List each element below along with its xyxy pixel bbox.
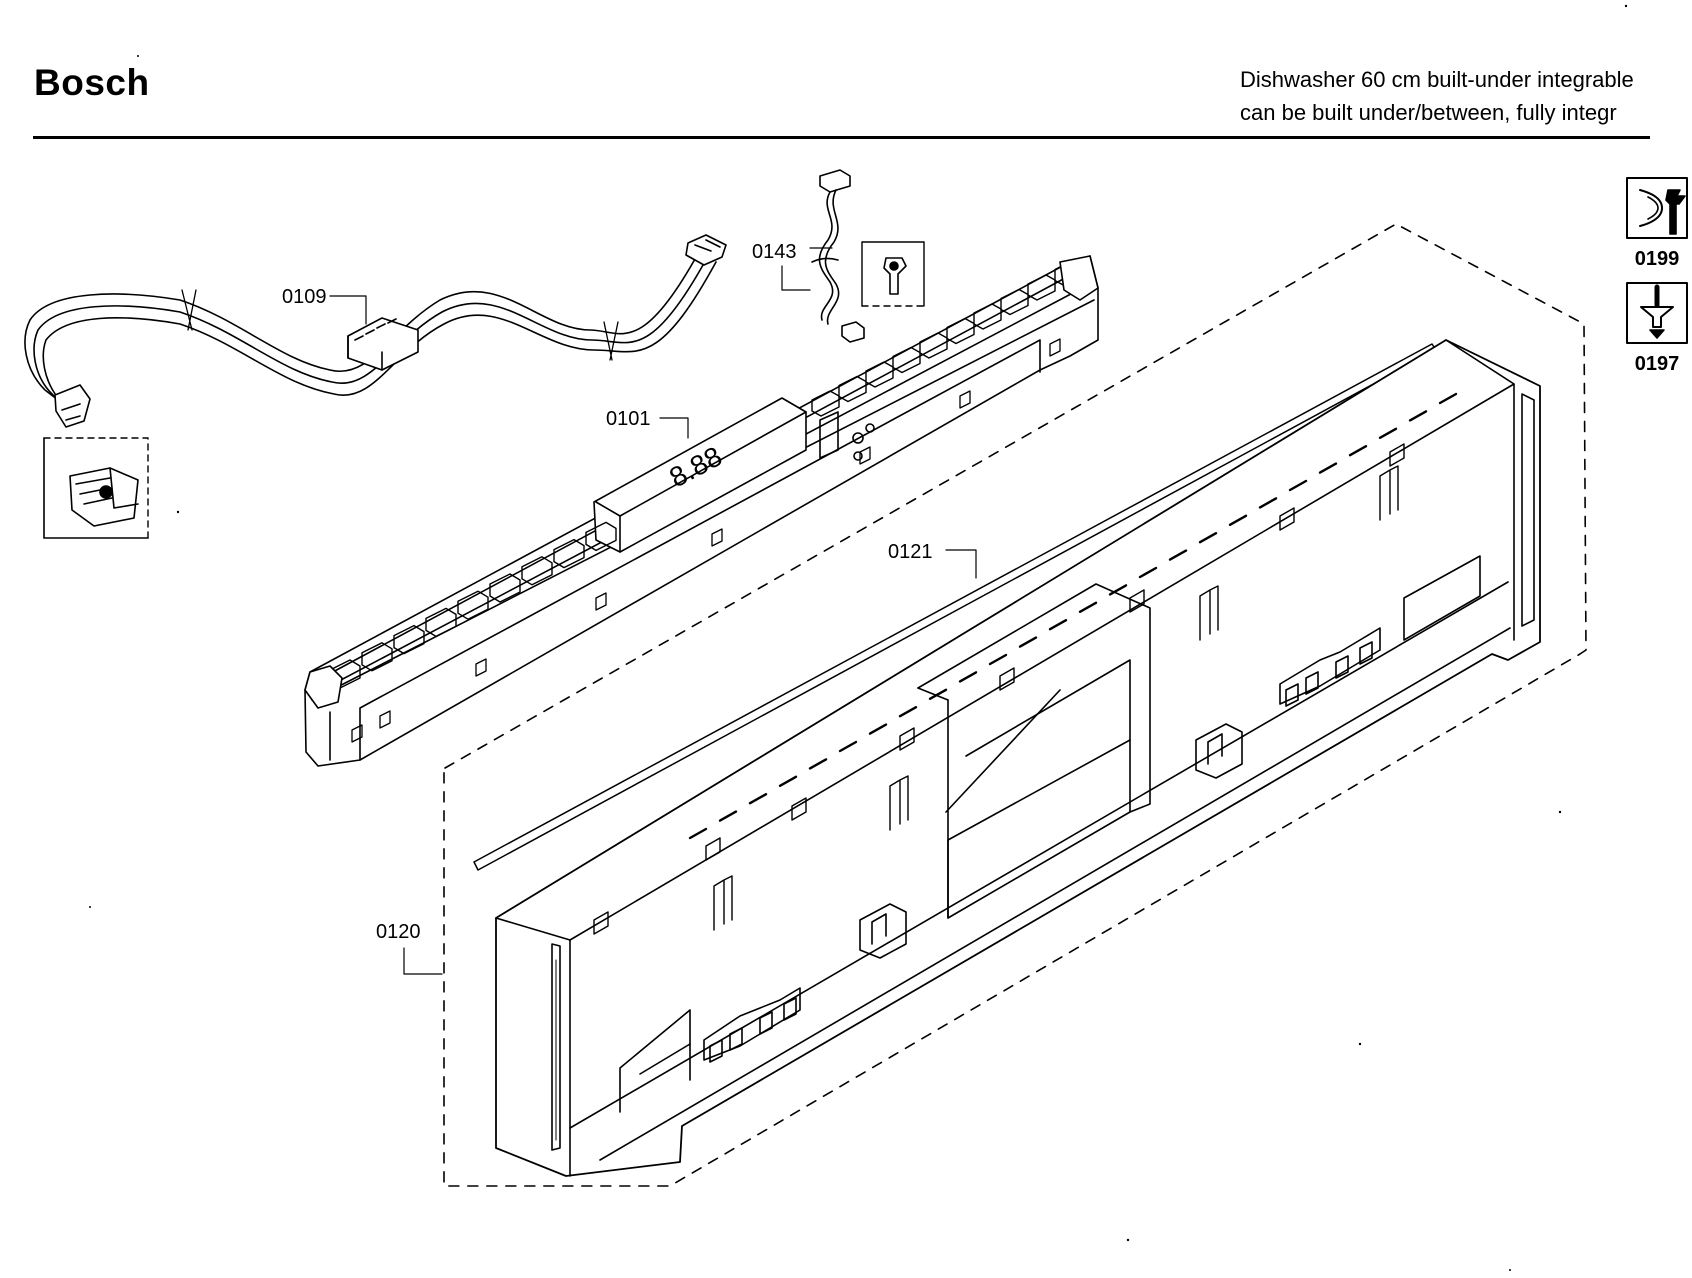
frame-slot <box>718 810 738 822</box>
frame-slot <box>1438 392 1458 405</box>
frame-slot <box>838 740 858 753</box>
part-number-0121: 0121 <box>888 541 933 563</box>
module-button <box>521 556 553 586</box>
frame-clip <box>1129 589 1145 613</box>
module-tab <box>475 658 487 677</box>
frame-slot <box>748 793 768 805</box>
frame-clip <box>999 667 1015 691</box>
tool-wrench-number: 0199 <box>1635 248 1680 270</box>
frame-slot <box>988 653 1008 666</box>
module-button <box>946 317 975 345</box>
module-button <box>553 538 585 569</box>
frame-slot <box>1258 497 1278 509</box>
module-button <box>425 607 457 638</box>
wiring-harness[interactable] <box>24 234 727 428</box>
leader-0121: 0121 <box>888 541 977 579</box>
frame-slot <box>1078 601 1098 613</box>
module-tab <box>959 390 971 409</box>
frame-slot <box>1048 619 1068 631</box>
frame-bracket <box>1199 585 1219 641</box>
frame-slot <box>1408 410 1428 422</box>
tool-screwdriver[interactable]: 0197 <box>1626 282 1688 375</box>
module-button <box>489 573 521 603</box>
frame-slot <box>898 706 918 718</box>
frame-clip <box>899 727 915 751</box>
frame-slot <box>1318 462 1338 474</box>
module-button <box>892 346 921 374</box>
module-button <box>585 521 617 552</box>
module-button <box>1027 274 1056 301</box>
tool-wrench[interactable]: 0199 <box>1626 177 1688 270</box>
part-number-0109: 0109 <box>282 286 327 308</box>
frame-slot <box>868 723 888 735</box>
sensor-cable[interactable] <box>811 169 925 343</box>
frame-clip <box>1279 507 1295 531</box>
frame-slot <box>688 827 708 840</box>
model-description-line2: can be built under/between, fully integr <box>1240 100 1617 125</box>
scan-specks <box>89 4 1628 1271</box>
tool-screwdriver-number: 0197 <box>1635 353 1680 375</box>
leader-0120: 0120 <box>376 921 443 975</box>
header-divider <box>33 136 1650 139</box>
frame-slot <box>1018 636 1038 648</box>
part-number-0101: 0101 <box>606 408 651 430</box>
module-tab <box>1049 338 1061 357</box>
module-button <box>457 590 489 620</box>
frame-slot <box>1378 427 1398 439</box>
frame-slot <box>778 775 798 787</box>
module-tab <box>379 710 391 729</box>
module-button <box>973 303 1002 330</box>
frame-slot <box>1348 445 1368 457</box>
control-module[interactable]: 8.88 <box>304 255 1099 767</box>
frame-slot <box>958 671 978 683</box>
frame-clip <box>791 797 807 821</box>
module-button <box>919 332 948 359</box>
module-button <box>1000 288 1029 316</box>
frame-slot <box>1198 532 1218 544</box>
part-number-0120: 0120 <box>376 921 421 943</box>
frame-bracket <box>713 875 733 931</box>
frame-slot <box>1138 566 1158 579</box>
frame-bracket <box>889 775 909 831</box>
frame-slot <box>1168 549 1188 561</box>
frame-clip <box>1389 443 1405 467</box>
brand-title: Bosch <box>34 62 150 103</box>
assembly-dashed-outline <box>443 223 1587 1187</box>
leader-0143: 0143 <box>752 241 833 291</box>
frame-slot <box>1288 479 1308 492</box>
module-button <box>393 624 425 655</box>
control-panel-frame[interactable] <box>495 339 1541 1177</box>
leader-0109: 0109 <box>282 286 367 325</box>
leader-0101: 0101 <box>606 408 689 439</box>
frame-slot <box>1108 584 1128 596</box>
frame-slot <box>928 688 948 700</box>
connector-detail-inset[interactable] <box>43 437 149 539</box>
frame-slot <box>1228 514 1248 526</box>
module-button <box>361 642 393 672</box>
module-tab <box>351 724 363 743</box>
module-button <box>811 390 840 417</box>
model-description-line1: Dishwasher 60 cm built-under integrable <box>1240 67 1634 92</box>
frame-clip <box>593 911 609 935</box>
frame-clip <box>705 837 721 861</box>
module-button <box>838 375 867 403</box>
module-tab <box>595 592 607 611</box>
module-button <box>865 361 894 388</box>
frame-bracket <box>1379 465 1399 521</box>
frame-slot <box>808 758 828 770</box>
module-tab <box>711 528 723 547</box>
part-number-0143: 0143 <box>752 241 797 263</box>
